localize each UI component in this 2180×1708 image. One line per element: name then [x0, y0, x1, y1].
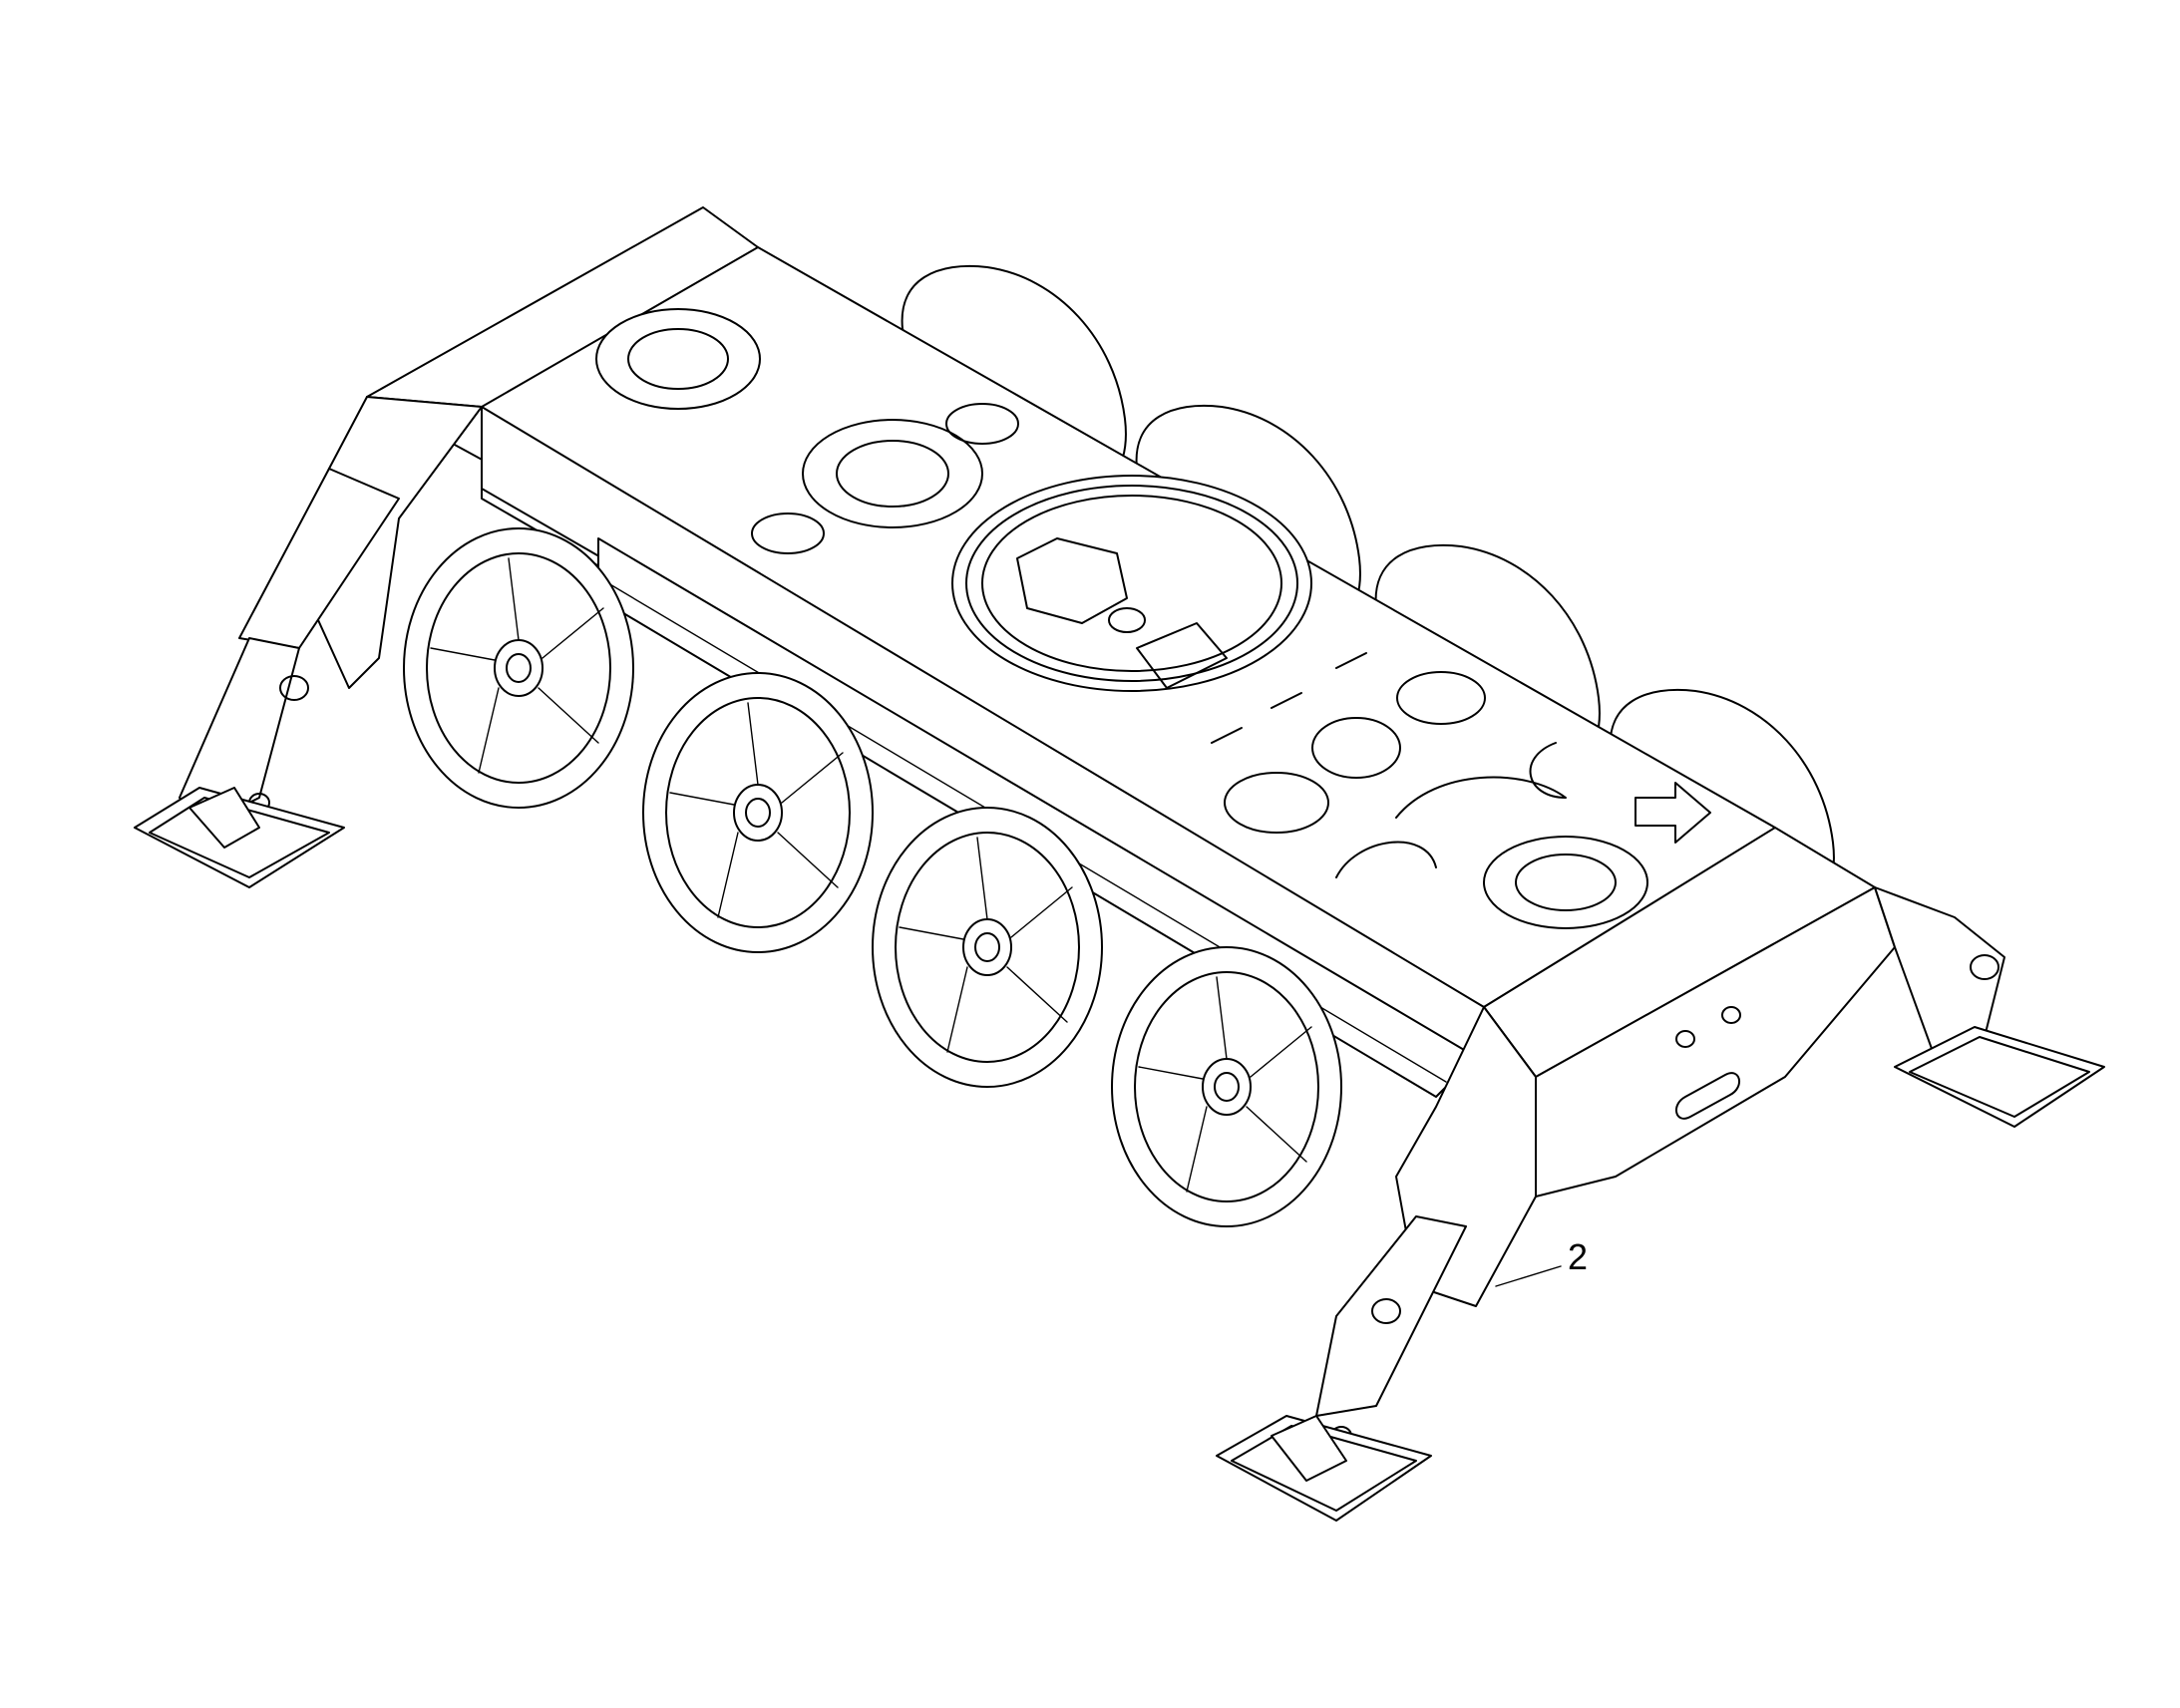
outrigger-leg-rear — [134, 396, 483, 888]
wheel — [642, 672, 874, 953]
foot-pad — [1894, 1026, 2105, 1128]
turntable-ring — [951, 475, 1312, 692]
wheel — [403, 527, 634, 809]
foot-pad — [1216, 1415, 1432, 1522]
callout-leader — [1495, 1265, 1562, 1287]
wheel — [1111, 946, 1342, 1227]
foot-pad — [134, 787, 345, 888]
outrigger-leg-far — [1874, 886, 2105, 1128]
callout-label: 2 — [1568, 1236, 1589, 1277]
near-wheels — [403, 527, 1342, 1227]
direction-arrow — [1635, 782, 1711, 844]
top-plate-openings — [595, 308, 1711, 929]
outrigger-leg-front — [1216, 1006, 1537, 1522]
wheel — [872, 807, 1103, 1088]
